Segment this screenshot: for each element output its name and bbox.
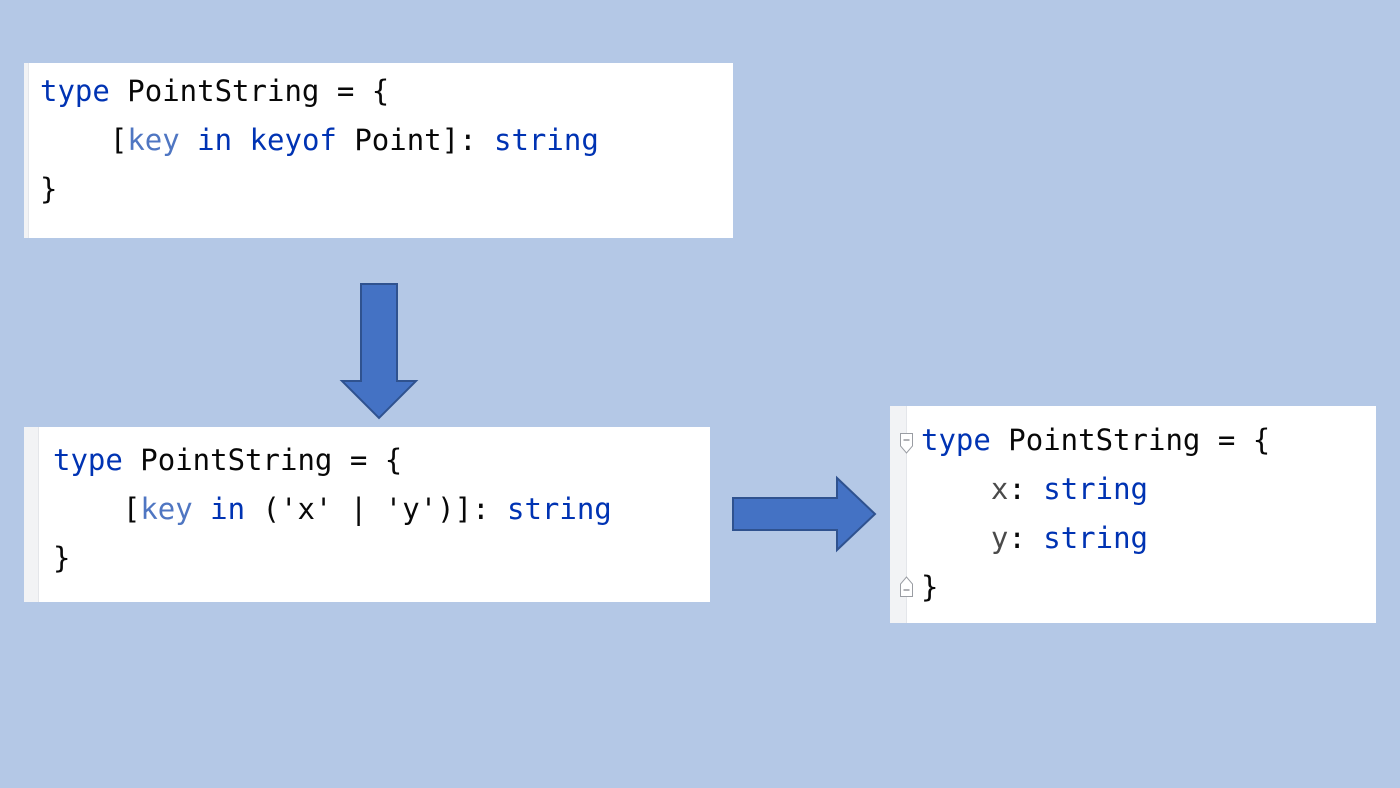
code-line: [key in keyof Point]: string [40, 116, 599, 165]
code-token: } [921, 570, 939, 604]
code-token [921, 472, 991, 506]
code-token: type [921, 423, 991, 457]
code-token: in [210, 492, 246, 526]
code-token: keyof [249, 123, 337, 157]
editor-gutter [24, 427, 39, 602]
code-token: ('x' | 'y')]: [245, 492, 507, 526]
code-token: PointString = { [109, 74, 390, 108]
code-block: type PointString = { [key in ('x' | 'y')… [53, 436, 612, 583]
code-line: [key in ('x' | 'y')]: string [53, 485, 612, 534]
code-token: : [1008, 521, 1044, 555]
code-line: } [53, 534, 612, 583]
code-line: type PointString = { [921, 416, 1270, 465]
code-token: Point]: [336, 123, 495, 157]
code-token: string [1043, 472, 1148, 506]
editor-gutter [890, 406, 907, 623]
code-token: type [40, 74, 110, 108]
code-block: type PointString = { [key in keyof Point… [40, 67, 599, 214]
code-line: x: string [921, 465, 1270, 514]
code-line: y: string [921, 514, 1270, 563]
code-line: } [921, 563, 1270, 612]
fold-end-icon[interactable] [900, 575, 913, 597]
code-panel-keyof: type PointString = { [key in keyof Point… [24, 63, 733, 238]
fold-collapse-icon[interactable] [900, 433, 913, 455]
code-token: string [507, 492, 612, 526]
code-token: string [1043, 521, 1148, 555]
code-token: key [140, 492, 193, 526]
code-token [921, 521, 991, 555]
code-token: PointString = { [990, 423, 1271, 457]
code-token [232, 123, 249, 157]
code-token: : [1008, 472, 1044, 506]
code-panel-result: type PointString = { x: string y: string… [890, 406, 1376, 623]
code-block: type PointString = { x: string y: string… [921, 416, 1270, 612]
code-token: y [990, 521, 1009, 555]
code-token: } [40, 172, 58, 206]
code-token: x [990, 472, 1009, 506]
editor-gutter [24, 63, 29, 238]
code-token: key [127, 123, 180, 157]
code-token: in [197, 123, 233, 157]
code-line: type PointString = { [40, 67, 599, 116]
code-token: [ [40, 123, 128, 157]
code-token: type [53, 443, 123, 477]
code-token [180, 123, 197, 157]
code-token: PointString = { [122, 443, 403, 477]
code-token [193, 492, 210, 526]
code-token: [ [53, 492, 141, 526]
code-panel-union: type PointString = { [key in ('x' | 'y')… [24, 427, 710, 602]
code-token: } [53, 541, 71, 575]
code-line: } [40, 165, 599, 214]
code-token: string [494, 123, 599, 157]
down-arrow-icon [339, 283, 419, 420]
right-arrow-icon [732, 475, 877, 553]
code-line: type PointString = { [53, 436, 612, 485]
